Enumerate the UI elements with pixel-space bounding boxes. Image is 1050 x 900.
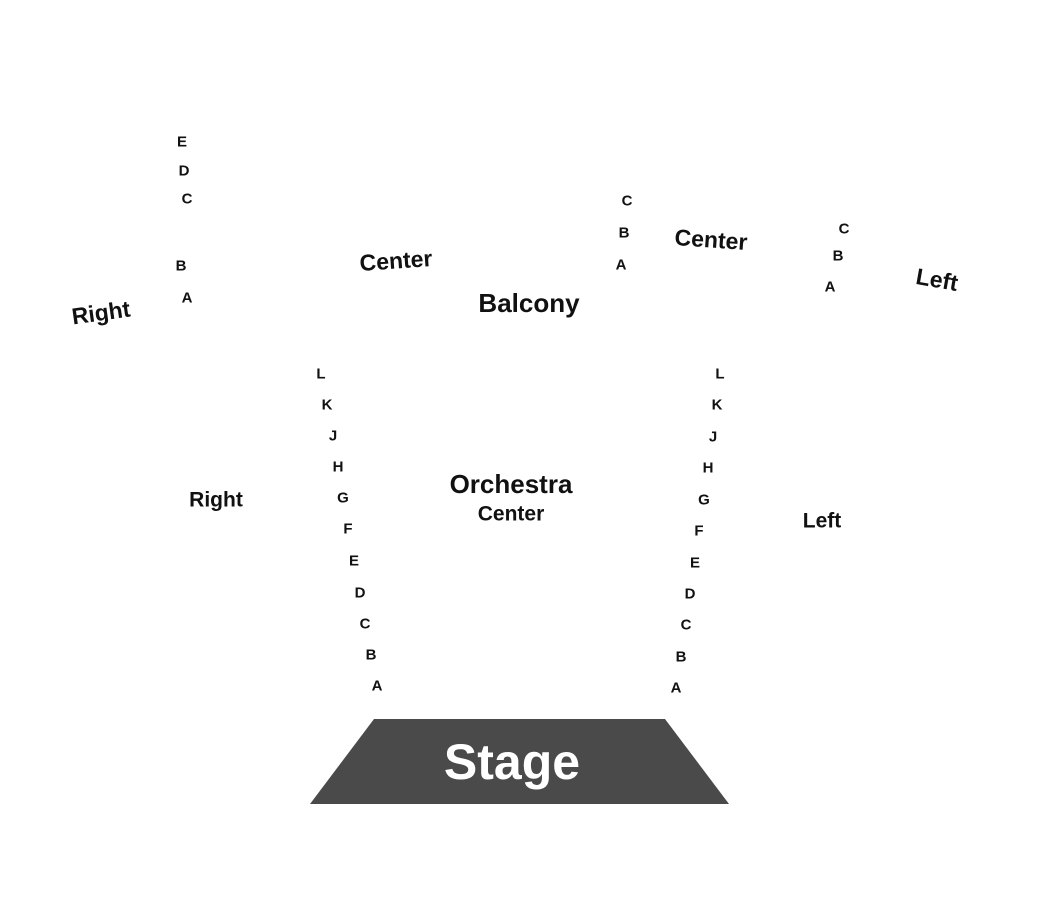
row-label: E: [176, 133, 188, 151]
balcony-center-right-label: Center: [673, 223, 749, 256]
row-label: D: [354, 584, 366, 602]
row-label: A: [181, 289, 193, 307]
row-label: E: [689, 554, 701, 572]
row-label: A: [615, 256, 627, 274]
row-label: C: [838, 220, 850, 238]
row-label: F: [343, 520, 353, 538]
row-label: C: [621, 192, 633, 210]
row-label: L: [316, 365, 326, 383]
row-label: B: [618, 224, 630, 242]
row-label: D: [684, 585, 696, 603]
row-label: G: [698, 491, 710, 509]
stage-shape: [310, 719, 729, 804]
row-label: F: [694, 522, 704, 540]
row-label: E: [348, 552, 360, 570]
row-label: C: [181, 190, 193, 208]
orchestra-title: Orchestra: [449, 469, 573, 499]
row-label: H: [702, 459, 714, 477]
orchestra-left-label: Left: [802, 509, 842, 533]
row-label: J: [708, 428, 718, 446]
orchestra-right-label: Right: [189, 488, 243, 512]
balcony-right-label: Right: [70, 295, 132, 330]
row-label: B: [365, 646, 377, 664]
row-label: D: [178, 162, 190, 180]
row-label: B: [832, 247, 844, 265]
balcony-center-left-label: Center: [358, 244, 434, 277]
row-label: G: [337, 489, 349, 507]
stage-label: Stage: [443, 734, 581, 790]
row-label: A: [371, 677, 383, 695]
row-label: B: [675, 648, 687, 666]
row-label: K: [321, 396, 333, 414]
row-label: A: [824, 278, 836, 296]
row-label: C: [359, 615, 371, 633]
balcony-title: Balcony: [478, 288, 580, 318]
row-label: B: [175, 257, 187, 275]
row-label: L: [715, 365, 725, 383]
orchestra-center-label: Center: [477, 502, 545, 526]
row-label: K: [711, 396, 723, 414]
row-label: A: [670, 679, 682, 697]
row-label: J: [328, 427, 338, 445]
row-label: H: [332, 458, 344, 476]
balcony-left-label: Left: [914, 263, 961, 296]
row-label: C: [680, 616, 692, 634]
